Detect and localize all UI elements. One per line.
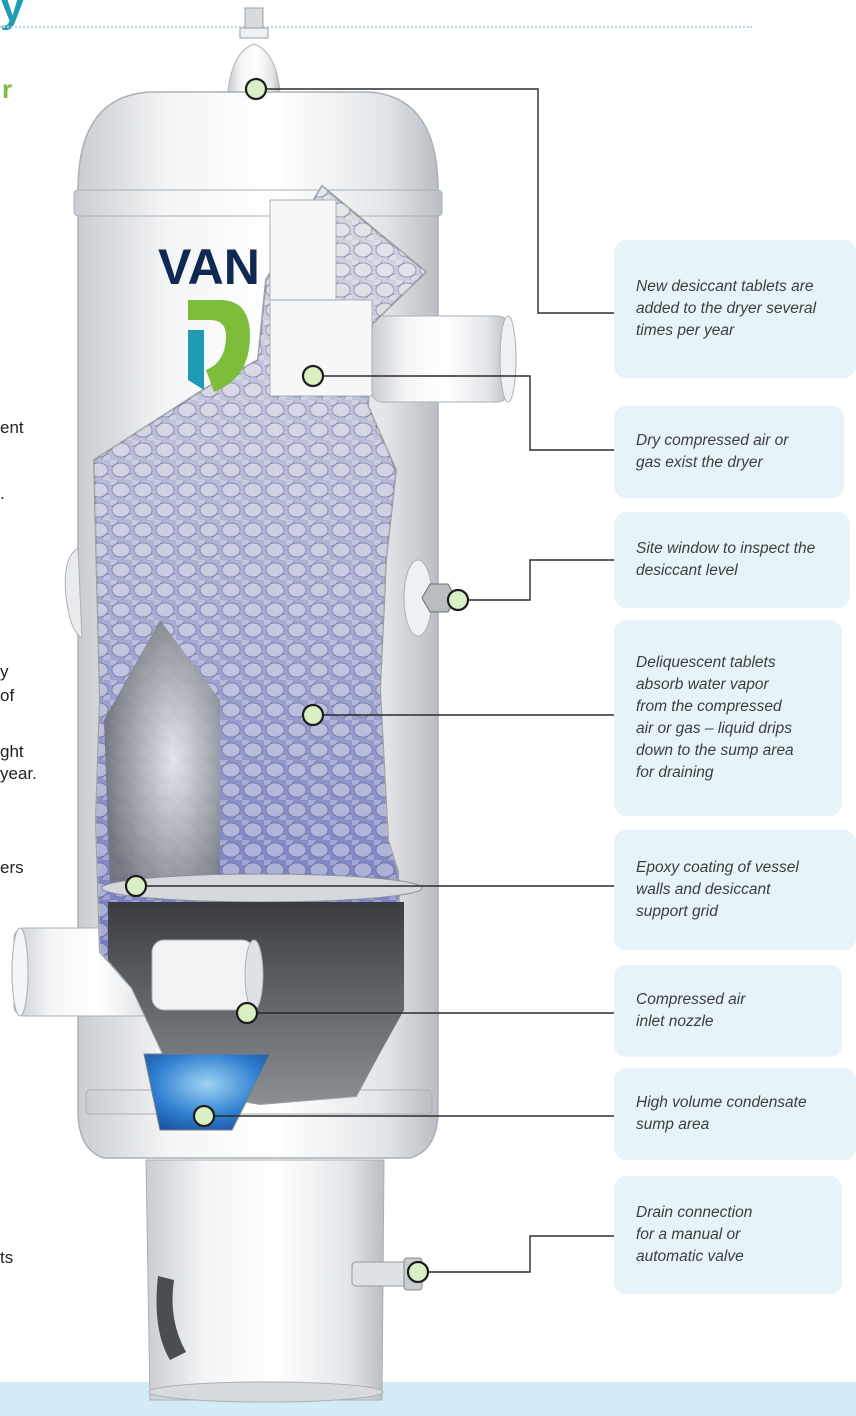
marker-dot <box>303 366 323 386</box>
marker-dot <box>237 1003 257 1023</box>
marker-dot <box>126 876 146 896</box>
marker-dot <box>448 590 468 610</box>
marker-dot <box>246 79 266 99</box>
marker-dot <box>194 1106 214 1126</box>
marker-dot <box>303 705 323 725</box>
marker-dot <box>408 1262 428 1282</box>
van-logo: VAN <box>158 239 260 295</box>
